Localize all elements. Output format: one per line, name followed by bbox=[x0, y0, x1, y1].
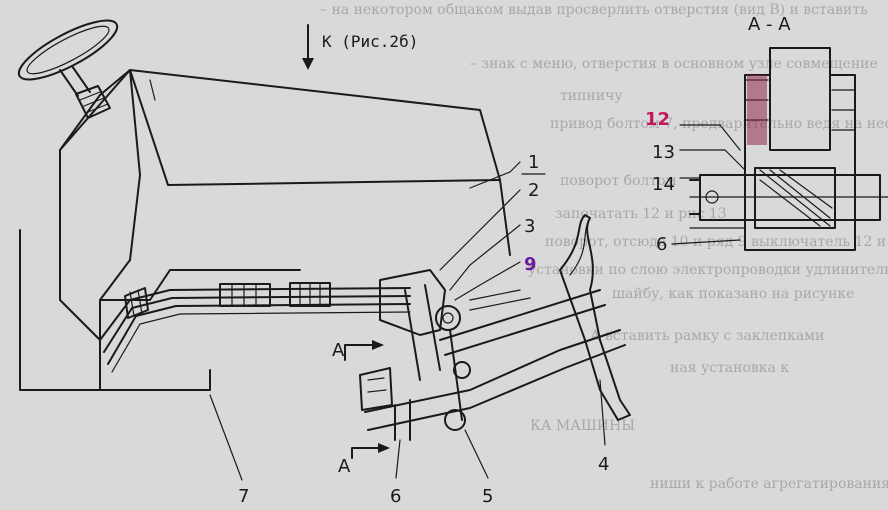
steering-wheel bbox=[17, 19, 119, 119]
bg-text-line: започатать 12 и рис 13 bbox=[555, 206, 727, 222]
callout-6: 6 bbox=[390, 486, 401, 507]
hitch-linkage bbox=[359, 269, 626, 441]
view-arrow: К (Рис.2б) bbox=[302, 24, 418, 70]
callout-3: 3 bbox=[524, 216, 535, 237]
bg-text-line: – знак с меню, отверстия в основном узле… bbox=[470, 56, 878, 72]
callout-2: 2 bbox=[528, 180, 539, 201]
callout-6-section: 6 bbox=[656, 234, 667, 255]
bg-text-line: ниши к работе агрегатирования и должны б… bbox=[650, 476, 888, 492]
tractor-body bbox=[19, 69, 511, 391]
bg-text-line: установки по слою электропроводки удлини… bbox=[528, 262, 888, 278]
section-letter-bottom: А bbox=[338, 456, 351, 477]
callout-13: 13 bbox=[652, 142, 675, 163]
bg-text-line: ная установка к bbox=[670, 360, 789, 376]
callout-5: 5 bbox=[482, 486, 493, 507]
background-text: – на некотором общаком выдав просверлить… bbox=[320, 2, 888, 492]
bg-text-line: КА МАШИНЫ bbox=[530, 418, 635, 434]
bg-text-line: шайбу, как показано на рисунке bbox=[612, 286, 854, 302]
callout-14: 14 bbox=[652, 174, 675, 195]
callout-1: 1 bbox=[528, 152, 539, 173]
callout-4: 4 bbox=[598, 454, 609, 475]
section-view: А - А 12 13 14 6 bbox=[645, 14, 888, 255]
view-marker-label: К (Рис.2б) bbox=[322, 32, 418, 51]
bg-text-line: – на некотором общаком выдав просверлить… bbox=[320, 2, 868, 18]
leader-lines bbox=[209, 161, 606, 481]
callout-9: 9 bbox=[524, 254, 537, 275]
callout-7: 7 bbox=[238, 486, 249, 507]
callouts-main: 1 2 3 9 4 5 6 7 bbox=[238, 152, 609, 507]
bg-text-line: поворот, отсюда 10 и ряд 9 выключатель 1… bbox=[545, 234, 888, 250]
section-letter-top: А bbox=[332, 340, 345, 361]
section-title: А - А bbox=[748, 14, 791, 35]
blade-part bbox=[559, 214, 631, 421]
section-markers: А А bbox=[332, 340, 390, 477]
bg-text-line: поворот болтом bbox=[560, 173, 677, 189]
bg-text-line: типничу bbox=[560, 88, 623, 104]
hydraulic-hoses bbox=[99, 282, 411, 373]
bg-text-line: А вставить рамку с заклепками bbox=[590, 328, 824, 344]
bg-text-line: привод болтом 7, предварительно ведя на … bbox=[550, 116, 888, 132]
callout-12: 12 bbox=[645, 109, 670, 130]
